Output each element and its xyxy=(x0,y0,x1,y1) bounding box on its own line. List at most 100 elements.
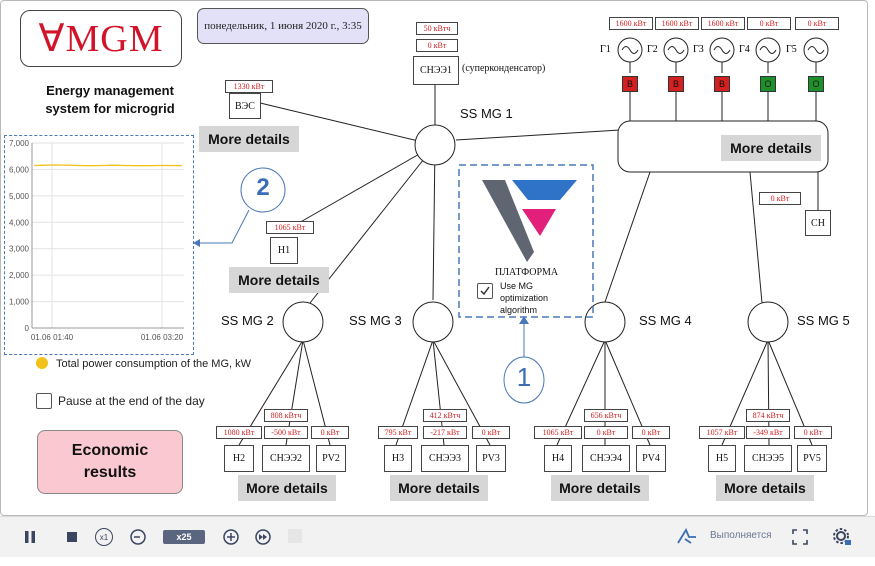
run-status: Выполняется xyxy=(710,530,772,541)
hub-ss-mg1[interactable] xyxy=(414,124,456,166)
mg4-more-details-button[interactable]: More details xyxy=(551,475,649,501)
y-tick-label: 3,000 xyxy=(9,245,30,254)
generator-1-label: Г1 xyxy=(600,44,611,55)
app-title-line1: Energy management xyxy=(46,83,174,98)
generator-2-power: 1600 кВт xyxy=(655,17,699,30)
mg2-more-details-button[interactable]: More details xyxy=(238,475,336,501)
hub-label-ss-mg5: SS MG 5 xyxy=(797,313,850,328)
generator-2-breaker[interactable]: В xyxy=(668,76,684,92)
legend-label: Total power consumption of the MG, kW xyxy=(56,358,252,370)
y-tick-label: 5,000 xyxy=(9,192,30,201)
hub-label-ss-mg1: SS MG 1 xyxy=(460,106,513,121)
mg2-load-box[interactable]: Н2 xyxy=(224,445,254,472)
fast-forward-icon xyxy=(255,529,271,545)
fast-forward-button[interactable] xyxy=(254,528,272,546)
slow-down-button[interactable] xyxy=(129,528,147,546)
simulation-toolbar: x1 x25 Выполняется xyxy=(0,516,875,557)
mg3-pv-box[interactable]: PV3 xyxy=(476,445,506,472)
hub-ss-mg4[interactable] xyxy=(584,301,626,343)
y-tick-label: 6,000 xyxy=(9,165,30,174)
hub-ss-mg5[interactable] xyxy=(747,301,789,343)
mg4-storage-box[interactable]: СНЭЭ4 xyxy=(582,445,630,472)
economic-line1: Economic xyxy=(71,442,149,459)
generator-5-breaker[interactable]: О xyxy=(808,76,824,92)
speed-indicator: x25 xyxy=(163,530,205,544)
generator-3-label: Г3 xyxy=(693,44,704,55)
mg2-storage-power: -500 кВт xyxy=(264,426,308,439)
optimization-label-line2: optimization xyxy=(500,293,549,303)
settings-button[interactable] xyxy=(832,527,852,547)
speed-up-button[interactable] xyxy=(222,528,240,546)
generator-2-label: Г2 xyxy=(647,44,658,55)
fullscreen-button[interactable] xyxy=(791,528,809,546)
optimization-label: Use MG optimization algorithm xyxy=(500,280,548,316)
mg5-more-details-button[interactable]: More details xyxy=(716,475,814,501)
disabled-control xyxy=(288,529,302,543)
generator-1-breaker[interactable]: В xyxy=(622,76,638,92)
mg5-pv-box[interactable]: PV5 xyxy=(797,445,827,472)
optimization-label-line1: Use MG xyxy=(500,281,534,291)
app-title-line2: system for microgrid xyxy=(45,101,175,116)
mg4-pv-box[interactable]: PV4 xyxy=(636,445,666,472)
hub-label-ss-mg2: SS MG 2 xyxy=(221,313,274,328)
date-display: понедельник, 1 июня 2020 г., 3:35 xyxy=(197,8,369,44)
wpp-power: 1330 кВт xyxy=(225,80,273,93)
mg3-load-box[interactable]: Н3 xyxy=(384,445,412,472)
mg3-pv-power: 0 кВт xyxy=(472,426,510,439)
mg4-storage-energy: 656 кВтч xyxy=(584,409,628,422)
h1-box[interactable]: Н1 xyxy=(270,237,298,264)
mg4-load-power: 1065 кВт xyxy=(534,426,582,439)
h1-more-details-button[interactable]: More details xyxy=(229,267,329,293)
generator-4-breaker[interactable]: О xyxy=(760,76,776,92)
mg2-storage-box[interactable]: СНЭЭ2 xyxy=(262,445,310,472)
hub-ss-mg3[interactable] xyxy=(412,301,454,343)
pause-icon xyxy=(25,531,35,543)
slow-down-icon xyxy=(130,529,146,545)
optimization-checkbox[interactable] xyxy=(477,283,493,299)
callout-1-text: 1 xyxy=(516,362,532,392)
mg5-storage-box[interactable]: СНЭЭ5 xyxy=(744,445,792,472)
power-chart: 7,0006,0005,0004,0003,0002,0001,000001.0… xyxy=(9,139,184,342)
platform-name: ПЛАТФОРМА xyxy=(495,267,559,278)
gen-bus-more-details-button[interactable]: More details xyxy=(721,135,821,161)
economic-results-button[interactable]: Economic results xyxy=(37,430,183,494)
ch-box[interactable]: СН xyxy=(805,210,831,236)
callout-2-text: 2 xyxy=(256,174,270,201)
mg3-storage-energy: 412 кВтч xyxy=(423,409,467,422)
pause-button[interactable] xyxy=(22,529,38,545)
generator-3-breaker[interactable]: В xyxy=(714,76,730,92)
mg2-storage-energy: 808 кВтч xyxy=(264,409,308,422)
series-line xyxy=(33,164,183,167)
pause-checkbox[interactable] xyxy=(36,393,52,409)
stop-icon xyxy=(67,532,77,542)
mg4-load-box[interactable]: Н4 xyxy=(544,445,572,472)
mg3-more-details-button[interactable]: More details xyxy=(390,475,488,501)
mg2-pv-box[interactable]: PV2 xyxy=(316,445,346,472)
gear-icon xyxy=(833,528,851,545)
hub-label-ss-mg3: SS MG 3 xyxy=(349,313,402,328)
optimization-label-line3: algorithm xyxy=(500,305,538,315)
mg3-load-power: 795 кВт xyxy=(378,426,418,439)
h1-power: 1065 кВт xyxy=(266,221,314,234)
y-tick-label: 7,000 xyxy=(9,139,30,148)
mg2-pv-power: 0 кВт xyxy=(311,426,349,439)
hub-label-ss-mg4: SS MG 4 xyxy=(639,313,692,328)
y-tick-label: 4,000 xyxy=(9,218,30,227)
generator-4-label: Г4 xyxy=(739,44,750,55)
sneh1-power-bottom: 0 кВт xyxy=(416,39,458,52)
app-title: Energy management system for microgrid xyxy=(20,82,200,118)
sneh1-box[interactable]: СНЭЭ1 xyxy=(413,56,459,85)
wpp-box[interactable]: ВЭС xyxy=(229,93,261,119)
generator-1-power: 1600 кВт xyxy=(609,17,653,30)
wpp-more-details-button[interactable]: More details xyxy=(199,126,299,152)
step-button[interactable]: x1 xyxy=(95,528,113,546)
mg3-storage-box[interactable]: СНЭЭ3 xyxy=(421,445,469,472)
checkmark-icon xyxy=(480,286,490,296)
stop-button[interactable] xyxy=(64,529,80,545)
mg5-storage-power: -349 кВт xyxy=(746,426,790,439)
mg4-storage-power: 0 кВт xyxy=(584,426,628,439)
generator-5-power: 0 кВт xyxy=(795,17,839,30)
hub-ss-mg2[interactable] xyxy=(282,301,324,343)
generator-3-power: 1600 кВт xyxy=(701,17,745,30)
mg5-load-box[interactable]: Н5 xyxy=(708,445,736,472)
